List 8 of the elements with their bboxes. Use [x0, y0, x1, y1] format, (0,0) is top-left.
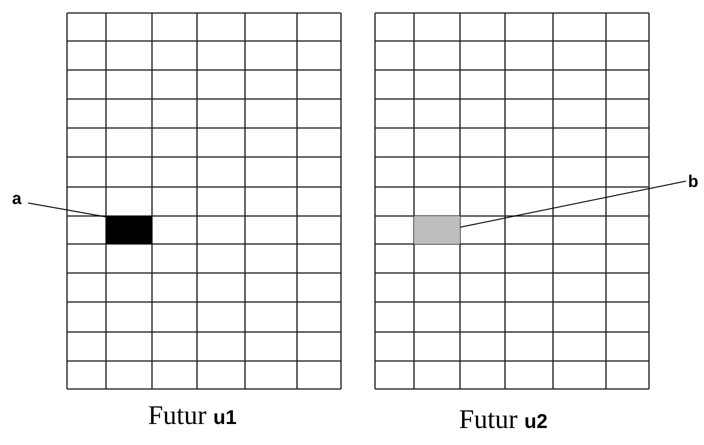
leader-line — [28, 202, 106, 218]
grid-caption: Futur u1 — [148, 400, 237, 432]
filled-cell — [414, 216, 460, 244]
callout-letter: b — [688, 173, 702, 191]
callout-letter: a — [12, 190, 26, 208]
filled-cell — [106, 216, 152, 244]
leader-line — [460, 180, 686, 228]
grid-caption: Futur u2 — [459, 404, 548, 436]
